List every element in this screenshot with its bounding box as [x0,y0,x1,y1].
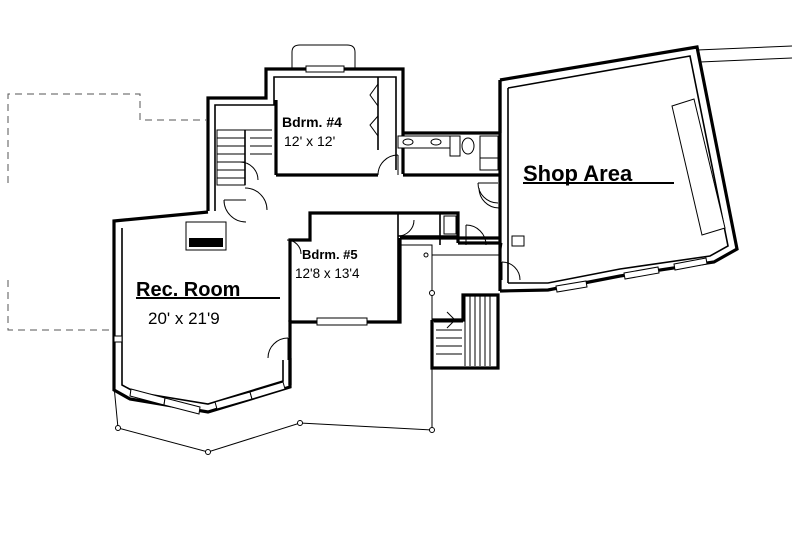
fireplace [185,221,227,251]
bedroom4-walls [274,77,500,177]
bedroom4-closet [369,83,379,137]
bedroom5-label: Bdrm. #5 12'8 x 13'4 [295,247,360,281]
exterior-walls [112,45,739,414]
windows [113,65,708,415]
bedroom5-walls [288,211,460,322]
bedroom4-label: Bdrm. #4 12' x 12' [282,114,342,149]
rec-room-door [267,337,289,360]
rec-room-label: Rec. Room 20' x 21'9 [136,279,280,328]
property-line [696,45,793,63]
interior-wall-lines [121,55,729,405]
bedroom4-name: Bdrm. #4 [282,114,342,130]
bedroom4-size: 12' x 12' [284,133,335,149]
deck [113,242,503,455]
adjacent-outline-left [7,93,206,331]
lower-staircase [430,293,500,370]
door-swings-upper [239,154,499,204]
bedroom4-bay-window [291,44,356,69]
bedroom5-name: Bdrm. #5 [302,247,358,262]
shop-area-label: Shop Area [523,161,674,186]
bathroom-fixtures [397,135,499,171]
upper-staircase [216,129,272,223]
rec-room-size: 20' x 21'9 [148,309,220,328]
bedroom5-size: 12'8 x 13'4 [295,266,360,281]
lower-corridor-walls [458,187,521,291]
rec-room-name: Rec. Room [136,279,240,301]
bedroom5-closet [286,215,525,255]
shop-area-name: Shop Area [523,161,633,186]
shop-garage-door [671,98,726,236]
